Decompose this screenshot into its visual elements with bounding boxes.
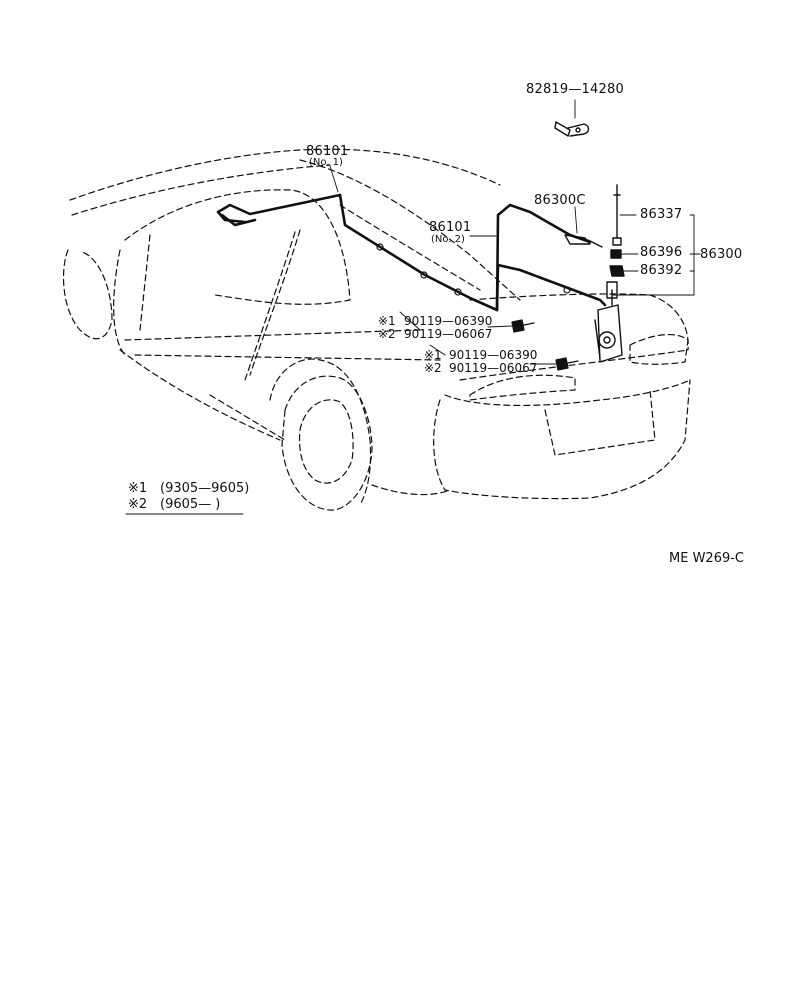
bolt-note-a1-mark: ※1: [378, 314, 396, 328]
car-body-outline: [62, 148, 691, 511]
label-82819-14280: 82819—14280: [526, 82, 624, 97]
bezel-86392: [609, 265, 625, 277]
leader-lines: [125, 99, 701, 515]
legend-row1-text: (9305—9605): [160, 481, 250, 496]
bolt-note-a2-mark: ※2: [378, 327, 396, 341]
bolt-note-b2-mark: ※2: [424, 361, 442, 375]
bolt-upper: [511, 319, 535, 333]
antenna-motor-assembly: [594, 281, 623, 363]
label-86300: 86300: [700, 247, 743, 262]
label-86300c: 86300C: [534, 193, 586, 208]
label-86396: 86396: [640, 245, 683, 260]
bolt-lower: [555, 357, 579, 371]
connector-86300c: [564, 234, 603, 248]
bolt-note-b1-code: 90119—06390: [449, 348, 538, 362]
diagram-reference-code: ME W269-C: [669, 551, 744, 566]
bolt-note-a2-code: 90119—06067: [404, 327, 493, 341]
ground-strap: [554, 121, 590, 137]
antenna-mast: [612, 184, 622, 246]
label-86101-no1-sub: (No. 1): [309, 157, 343, 168]
label-86101-no2-sub: (No. 2): [431, 234, 465, 245]
label-86101-no2: 86101: [429, 220, 472, 235]
bolt-note-b2-code: 90119—06067: [449, 361, 538, 375]
legend-row2-text: (9605— ): [160, 497, 221, 512]
cable-clips: [376, 243, 571, 296]
antenna-cable-no1: [216, 193, 499, 312]
label-86337: 86337: [640, 207, 683, 222]
nut-86396: [610, 249, 622, 259]
bolt-note-b1-mark: ※1: [424, 348, 442, 362]
bolt-note-a1-code: 90119—06390: [404, 314, 493, 328]
label-86392: 86392: [640, 263, 683, 278]
legend-row1-mark: ※1: [128, 481, 148, 496]
legend-row2-mark: ※2: [128, 497, 148, 512]
label-86101-no1: 86101: [306, 144, 349, 159]
